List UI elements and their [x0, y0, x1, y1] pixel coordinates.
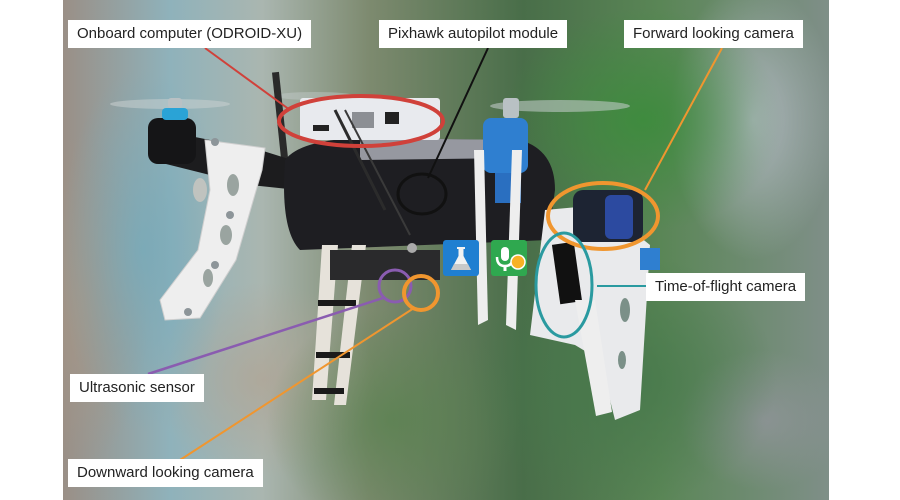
left-motor [148, 118, 196, 164]
flask-icon [451, 247, 471, 270]
label-downward-camera: Downward looking camera [68, 459, 263, 487]
microphone-icon [495, 247, 526, 271]
voice-app-icon[interactable] [491, 240, 527, 276]
label-ultrasonic: Ultrasonic sensor [70, 374, 204, 402]
highlight-forward-camera [546, 181, 660, 251]
left-strut [312, 245, 338, 400]
callout-line-pixhawk [427, 47, 489, 179]
callout-line-downward-camera [179, 307, 415, 461]
highlight-tof-camera [534, 231, 594, 339]
left-landing-leg [159, 139, 266, 321]
highlight-ultrasonic [377, 268, 413, 304]
label-pixhawk: Pixhawk autopilot module [379, 20, 568, 48]
highlight-onboard-computer [277, 94, 445, 148]
flask-app-icon[interactable] [443, 240, 479, 276]
callout-line-onboard-computer [204, 47, 291, 111]
highlight-downward-camera [402, 274, 440, 312]
tof-sensor [551, 241, 583, 305]
highlight-pixhawk [396, 172, 448, 216]
label-tof-camera: Time-of-flight camera [646, 273, 806, 301]
propeller-blur-right [490, 100, 630, 112]
callout-line-ultrasonic [147, 296, 384, 376]
label-onboard-computer: Onboard computer (ODROID-XU) [68, 20, 312, 48]
callout-line-forward-camera [644, 47, 723, 191]
label-forward-camera: Forward looking camera [624, 20, 803, 48]
